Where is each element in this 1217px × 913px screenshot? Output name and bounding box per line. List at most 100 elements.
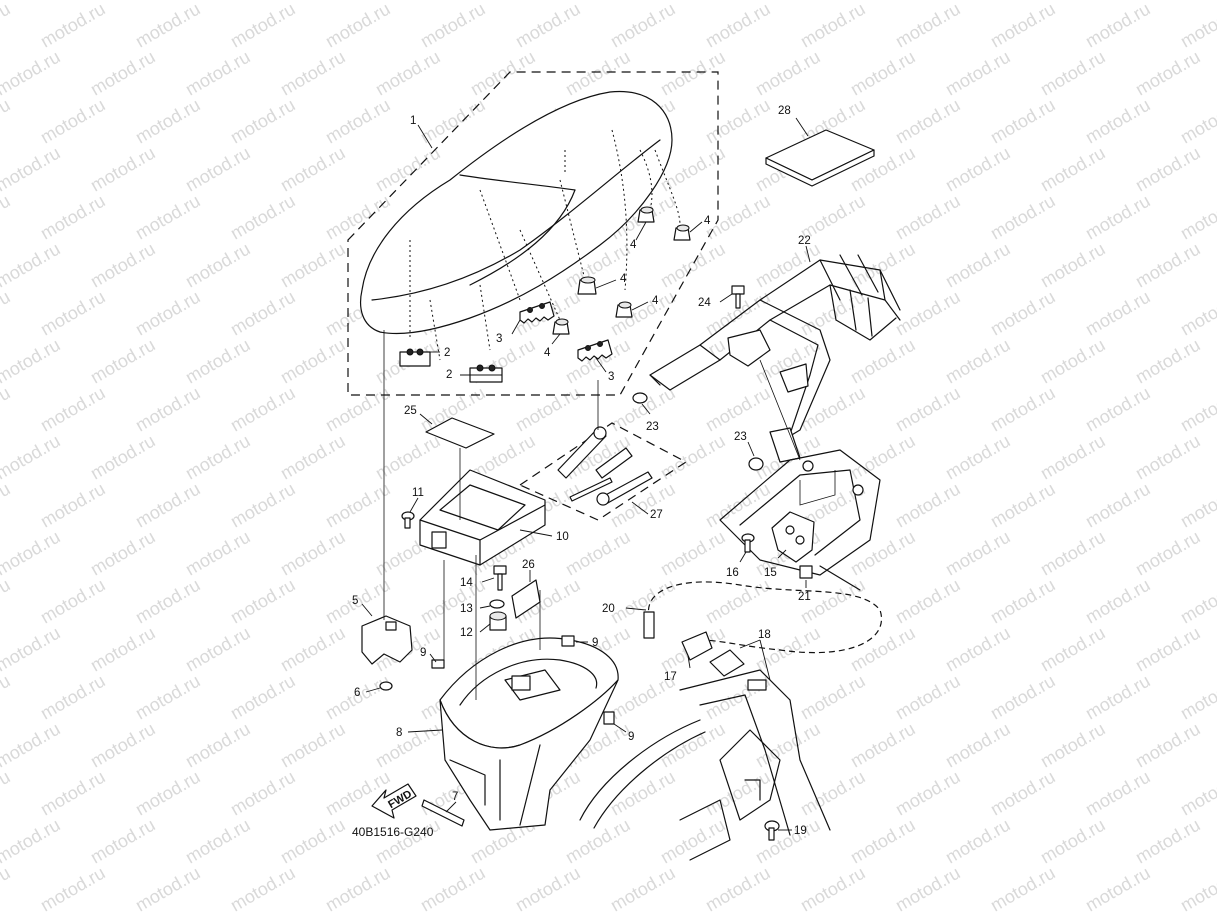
watermark-text: motod.ru bbox=[0, 143, 64, 196]
callout-2a: 2 bbox=[444, 347, 450, 359]
watermark-text: motod.ru bbox=[37, 767, 109, 820]
watermark-text: motod.ru bbox=[322, 95, 394, 148]
watermark-text: motod.ru bbox=[797, 671, 869, 724]
watermark-text: motod.ru bbox=[847, 335, 919, 388]
watermark-text: motod.ru bbox=[657, 239, 729, 292]
watermark-text: motod.ru bbox=[277, 527, 349, 580]
callout-1: 1 bbox=[410, 115, 416, 127]
watermark-text: motod.ru bbox=[607, 0, 679, 51]
watermark-text: motod.ru bbox=[1177, 863, 1217, 913]
watermark-text: motod.ru bbox=[1177, 671, 1217, 724]
watermark-text: motod.ru bbox=[372, 143, 444, 196]
watermark-text: motod.ru bbox=[987, 671, 1059, 724]
watermark-text: motod.ru bbox=[942, 719, 1014, 772]
watermark-text: motod.ru bbox=[227, 671, 299, 724]
pin-7 bbox=[421, 799, 465, 827]
watermark-text: motod.ru bbox=[0, 431, 64, 484]
watermark-text: motod.ru bbox=[37, 479, 109, 532]
watermark-text: motod.ru bbox=[892, 863, 964, 913]
watermark-text: motod.ru bbox=[132, 479, 204, 532]
watermark-text: motod.ru bbox=[0, 95, 14, 148]
watermark-text: motod.ru bbox=[1177, 0, 1217, 51]
watermark-text: motod.ru bbox=[942, 143, 1014, 196]
watermark-text: motod.ru bbox=[847, 527, 919, 580]
watermark-text: motod.ru bbox=[1037, 335, 1109, 388]
watermark-text: motod.ru bbox=[467, 47, 539, 100]
watermark-text: motod.ru bbox=[942, 815, 1014, 868]
owners-manual bbox=[765, 129, 875, 187]
watermark-text: motod.ru bbox=[1082, 95, 1154, 148]
watermark-text: motod.ru bbox=[657, 431, 729, 484]
watermark-text: motod.ru bbox=[0, 0, 64, 3]
watermark-text: motod.ru bbox=[132, 863, 204, 913]
watermark-text: motod.ru bbox=[512, 383, 584, 436]
watermark-text: motod.ru bbox=[892, 383, 964, 436]
tool-screwdriver bbox=[595, 447, 633, 479]
callout-10: 10 bbox=[556, 531, 569, 543]
callout-9a: 9 bbox=[420, 647, 426, 659]
seat-lock-15 bbox=[771, 511, 815, 563]
watermark-text: motod.ru bbox=[0, 623, 64, 676]
callout-15: 15 bbox=[764, 567, 777, 579]
watermark-text: motod.ru bbox=[702, 383, 774, 436]
watermark-text: motod.ru bbox=[1177, 767, 1217, 820]
callout-25: 25 bbox=[404, 405, 417, 417]
watermark-text: motod.ru bbox=[0, 479, 14, 532]
watermark-text: motod.ru bbox=[987, 383, 1059, 436]
watermark-text: motod.ru bbox=[1177, 575, 1217, 628]
label-25 bbox=[425, 417, 495, 449]
watermark-text: motod.ru bbox=[942, 527, 1014, 580]
watermark-text: motod.ru bbox=[1082, 863, 1154, 913]
watermark-text: motod.ru bbox=[657, 815, 729, 868]
watermark-text: motod.ru bbox=[87, 815, 159, 868]
seat-tray bbox=[419, 469, 546, 566]
callout-13: 13 bbox=[460, 603, 473, 615]
watermark-text: motod.ru bbox=[702, 191, 774, 244]
nut-9b bbox=[561, 635, 575, 647]
watermark-text: motod.ru bbox=[182, 143, 254, 196]
damper-4d bbox=[615, 301, 633, 318]
callout-2b: 2 bbox=[446, 369, 452, 381]
watermark-text: motod.ru bbox=[322, 383, 394, 436]
watermark-text: motod.ru bbox=[132, 191, 204, 244]
watermark-text: motod.ru bbox=[607, 767, 679, 820]
watermark-text: motod.ru bbox=[227, 0, 299, 51]
callout-23a: 23 bbox=[646, 421, 659, 433]
bolt-16 bbox=[741, 533, 755, 553]
watermark-text: motod.ru bbox=[892, 671, 964, 724]
watermark-text: motod.ru bbox=[0, 287, 14, 340]
watermark-text: motod.ru bbox=[987, 0, 1059, 51]
watermark-text: motod.ru bbox=[702, 575, 774, 628]
watermark-text: motod.ru bbox=[0, 863, 14, 913]
watermark-text: motod.ru bbox=[277, 431, 349, 484]
watermark-text: motod.ru bbox=[892, 0, 964, 51]
watermark-text: motod.ru bbox=[1132, 623, 1204, 676]
watermark-text: motod.ru bbox=[0, 527, 64, 580]
watermark-text: motod.ru bbox=[182, 527, 254, 580]
watermark-text: motod.ru bbox=[277, 719, 349, 772]
bolt-24 bbox=[731, 285, 745, 309]
bracket-3b bbox=[577, 339, 613, 362]
watermark-text: motod.ru bbox=[987, 479, 1059, 532]
watermark-text: motod.ru bbox=[322, 479, 394, 532]
watermark-text: motod.ru bbox=[227, 575, 299, 628]
watermark-text: motod.ru bbox=[797, 863, 869, 913]
watermark-text: motod.ru bbox=[607, 479, 679, 532]
watermark-text: motod.ru bbox=[37, 191, 109, 244]
watermark-text: motod.ru bbox=[1082, 767, 1154, 820]
watermark-text: motod.ru bbox=[37, 863, 109, 913]
watermark-text: motod.ru bbox=[1132, 719, 1204, 772]
watermark-text: motod.ru bbox=[277, 815, 349, 868]
watermark-text: motod.ru bbox=[657, 719, 729, 772]
nut-9c bbox=[603, 711, 615, 725]
damper-4e bbox=[552, 318, 570, 335]
watermark-text: motod.ru bbox=[0, 335, 64, 388]
holder-17 bbox=[681, 631, 713, 661]
callout-4d: 4 bbox=[652, 295, 659, 307]
callout-8: 8 bbox=[396, 727, 402, 739]
watermark-text: motod.ru bbox=[942, 239, 1014, 292]
callout-12: 12 bbox=[460, 627, 473, 639]
fwd-label: FWD bbox=[386, 788, 414, 811]
watermark-text: motod.ru bbox=[1177, 191, 1217, 244]
watermark-text: motod.ru bbox=[182, 719, 254, 772]
